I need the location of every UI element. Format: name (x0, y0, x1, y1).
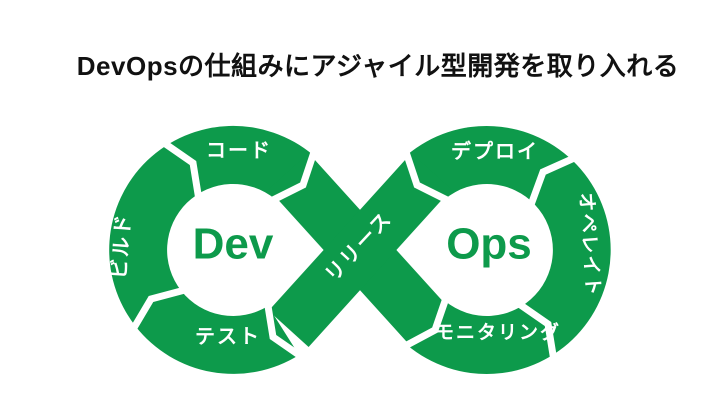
ops-loop-ring (407, 126, 611, 375)
chevron-gap-test-band (263, 301, 304, 360)
page-title: DevOpsの仕組みにアジャイル型開発を取り入れる (77, 51, 679, 81)
chevron-gap-operate-monitoring (517, 301, 558, 360)
segment-label-test: テスト (195, 326, 261, 348)
dev-label: Dev (193, 220, 274, 269)
chevron-gap-deploy-operate (527, 154, 577, 207)
segment-label-build: ビルド (108, 212, 136, 279)
chevron-gap-deploy-band (402, 150, 450, 204)
segment-label-monitoring: モニタリング (435, 321, 561, 344)
chevron-gap-monitoring-band (402, 296, 450, 350)
dev-loop-ring (109, 125, 313, 374)
chevron-gap-code-band (270, 150, 318, 204)
chevron-gap-build-test (130, 286, 186, 331)
ops-label: Ops (446, 220, 532, 269)
chevron-gap-code-build (162, 140, 203, 199)
segment-label-code: コード (206, 140, 272, 162)
segment-label-deploy: デプロイ (451, 139, 539, 163)
cross-band-ascending (268, 153, 452, 347)
